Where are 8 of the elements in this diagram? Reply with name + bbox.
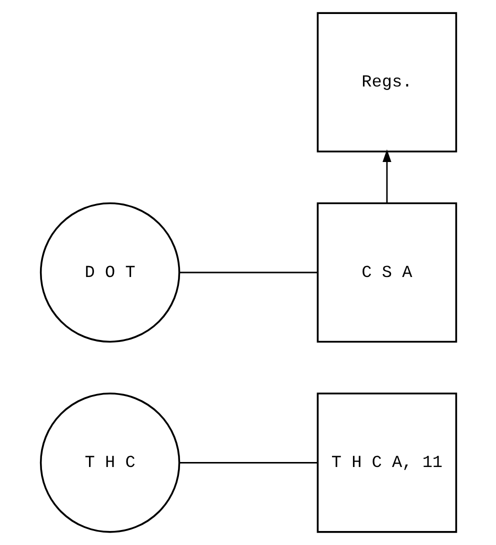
connector <box>178 462 317 464</box>
node-circle: D O T <box>39 202 180 343</box>
connector <box>178 272 317 274</box>
node-box: T H C A, 11 <box>316 392 457 533</box>
node-box: Regs. <box>316 12 457 152</box>
arrow <box>382 149 391 204</box>
node-box: C S A <box>316 202 457 343</box>
node-circle: T H C <box>39 392 180 533</box>
